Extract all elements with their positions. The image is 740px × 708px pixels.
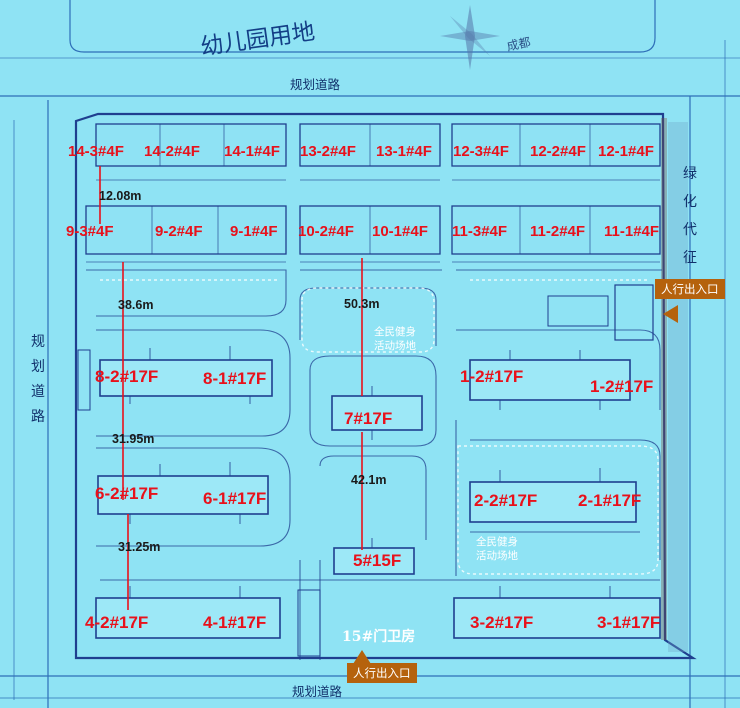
fitness-line: 全民健身 <box>374 326 416 338</box>
building-label-5: 5#15F <box>353 551 402 570</box>
building-label-12-2: 12-2#4F <box>530 143 586 160</box>
north-arrow-icon <box>440 5 500 70</box>
east-entrance-arrow-icon <box>663 305 678 323</box>
distance-label: 31.95m <box>112 432 155 446</box>
building-label-9-2: 9-2#4F <box>155 223 203 240</box>
building-label-14-3: 14-3#4F <box>68 143 124 160</box>
building-label-3-2: 3-2#17F <box>470 613 534 632</box>
building-label-11-2: 11-2#4F <box>530 223 586 240</box>
building-label-11-1: 11-1#4F <box>604 223 660 240</box>
building-label-12-3: 12-3#4F <box>453 143 509 160</box>
road-left-char: 划 <box>31 359 45 375</box>
road-left-label: 规 划 道 路 <box>30 330 46 430</box>
building-label-12-1: 12-1#4F <box>598 143 654 160</box>
fitness-area-label: 全民健身 活动场地 <box>476 535 518 563</box>
building-label-7: 7#17F <box>344 409 393 428</box>
green-belt-label: 绿 化 代 征 <box>681 160 699 272</box>
building-label-10-1: 10-1#4F <box>372 223 428 240</box>
building-label-6-2: 6-2#17F <box>95 484 159 503</box>
building-label-4-2: 4-2#17F <box>85 613 149 632</box>
building-label-1-2: 1-2#17F <box>460 367 524 386</box>
building-label-6-1: 6-1#17F <box>203 489 267 508</box>
building-label-1-2-east: 1-2#17F <box>590 377 654 396</box>
distance-label: 42.1m <box>351 473 387 487</box>
building-label-13-1: 13-1#4F <box>376 143 432 160</box>
green-belt-char: 征 <box>683 250 697 266</box>
building-label-8-2: 8-2#17F <box>95 367 159 386</box>
distance-lines <box>99 166 363 610</box>
building-label-2-1: 2-1#17F <box>578 491 642 510</box>
building-label-2-2: 2-2#17F <box>474 491 538 510</box>
guard-house-label: 15#门卫房 <box>342 629 416 645</box>
distance-label: 38.6m <box>118 298 154 312</box>
fitness-line: 全民健身 <box>476 536 518 548</box>
green-belt-char: 绿 <box>683 166 697 182</box>
east-pedestrian-entrance: 人行出入口 <box>655 279 725 299</box>
fitness-line: 活动场地 <box>476 550 518 562</box>
building-label-13-2: 13-2#4F <box>300 143 356 160</box>
distance-label: 31.25m <box>118 540 161 554</box>
road-left-char: 路 <box>31 409 45 425</box>
building-label-11-3: 11-3#4F <box>452 223 508 240</box>
building-label-8-1: 8-1#17F <box>203 369 267 388</box>
road-top-label: 规划道路 <box>290 77 341 92</box>
building-label-9-3: 9-3#4F <box>66 223 114 240</box>
building-label-3-1: 3-1#17F <box>597 613 661 632</box>
distance-label: 12.08m <box>99 189 142 203</box>
fitness-line: 活动场地 <box>374 340 416 352</box>
road-bottom-label: 规划道路 <box>292 684 343 699</box>
road-left-char: 道 <box>31 384 45 400</box>
fitness-area-label: 全民健身 活动场地 <box>374 325 416 353</box>
building-label-4-1: 4-1#17F <box>203 613 267 632</box>
building-label-10-2: 10-2#4F <box>298 223 354 240</box>
road-left-char: 规 <box>31 334 45 350</box>
south-pedestrian-entrance: 人行出入口 <box>347 663 417 683</box>
south-entrance-arrow-icon <box>353 650 371 664</box>
distance-label: 50.3m <box>344 297 380 311</box>
green-belt-char: 代 <box>683 222 697 238</box>
building-label-14-1: 14-1#4F <box>224 143 280 160</box>
building-label-14-2: 14-2#4F <box>144 143 200 160</box>
building-label-9-1: 9-1#4F <box>230 223 278 240</box>
green-belt-char: 化 <box>683 194 697 210</box>
